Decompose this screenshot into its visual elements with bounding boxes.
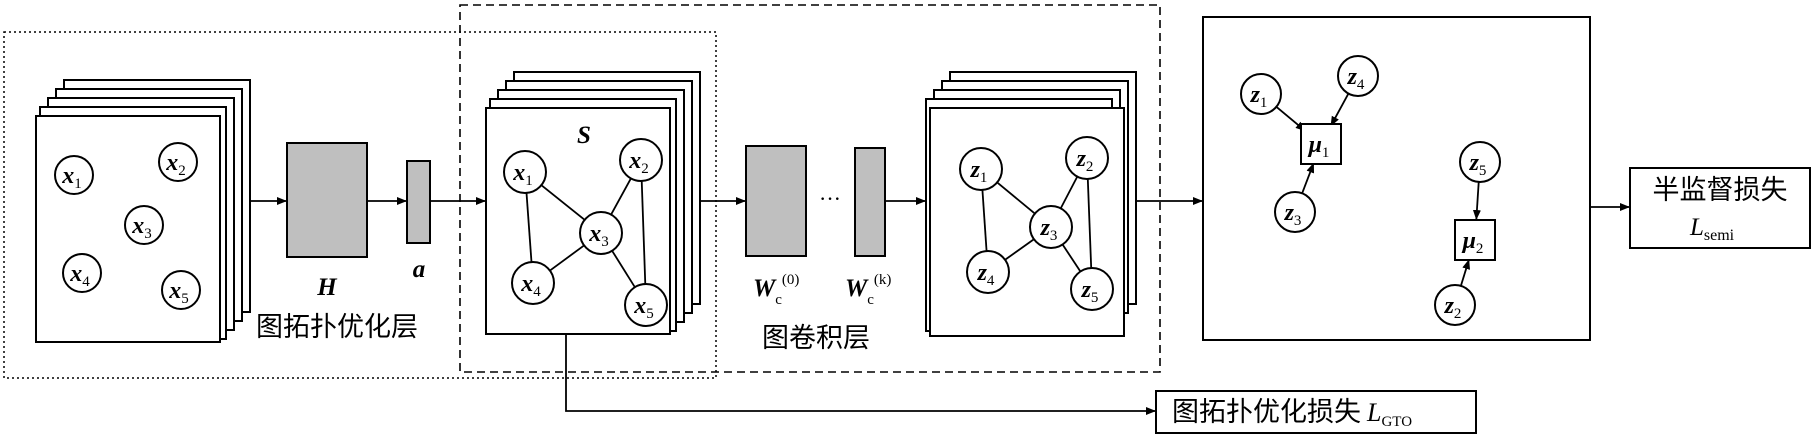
Z-edge-1 — [996, 181, 1036, 215]
input-node-2-label: x2 — [165, 150, 186, 179]
cluster-node-3-label: z3 — [1284, 200, 1302, 229]
input-node-1-label: x1 — [61, 163, 82, 192]
Z-node-4: z4 — [966, 250, 1010, 294]
input-node-4: x4 — [62, 253, 102, 293]
S-edge-3 — [610, 177, 632, 216]
centroid-1: μ1 — [1300, 123, 1342, 165]
S-edge-1 — [540, 184, 586, 221]
Wk-block — [854, 147, 886, 257]
semi-loss-symbol: Lsemi — [1689, 214, 1735, 244]
topo-layer-region — [3, 31, 717, 379]
semi-loss-title: 半监督损失 — [1653, 175, 1788, 206]
Z-edge-6 — [1061, 244, 1082, 272]
Z-node-4-label: z4 — [977, 260, 995, 289]
cluster-node-4: z5 — [1459, 141, 1501, 183]
Z-node-2: z2 — [1065, 136, 1109, 180]
cluster-box — [1202, 16, 1591, 341]
S-node-3: x3 — [579, 211, 623, 255]
W0-block — [745, 145, 807, 257]
semi-loss-box — [1629, 167, 1811, 249]
S-node-4: x4 — [511, 261, 555, 305]
input-node-5: x5 — [161, 270, 201, 310]
input-node-2: x2 — [158, 142, 198, 182]
S-node-1: x1 — [503, 150, 547, 194]
arrow-S-gto — [565, 334, 1156, 415]
Z-edge-4 — [1086, 178, 1093, 269]
H-label: H — [316, 274, 338, 301]
cluster-node-2-label: z4 — [1347, 64, 1365, 93]
cluster-node-5-label: z2 — [1444, 293, 1462, 322]
Z-node-5-label: z5 — [1081, 277, 1099, 306]
gto-loss-box — [1155, 390, 1477, 434]
Z-node-3-label: z3 — [1040, 215, 1058, 244]
centroid-2-label: μ2 — [1461, 228, 1484, 257]
cluster-node-1: z1 — [1240, 73, 1282, 115]
cluster-arrow-z3 — [1301, 162, 1315, 194]
S-node-2: x2 — [619, 138, 663, 182]
S-node-5-label: x5 — [633, 293, 654, 322]
input-node-4-label: x4 — [69, 261, 90, 290]
centroid-1-label: μ1 — [1307, 132, 1330, 161]
cluster-arrow-z4 — [1330, 93, 1350, 127]
cluster-node-2: z4 — [1337, 55, 1379, 97]
dots: ··· — [819, 186, 841, 211]
W0-label: Wc(0) — [753, 272, 799, 308]
S-node-4-label: x4 — [520, 271, 541, 300]
S-label: S — [577, 122, 591, 149]
S-edge-2 — [525, 192, 533, 263]
Z-node-3: z3 — [1029, 205, 1073, 249]
S-node-1-label: x1 — [512, 160, 533, 189]
Z-edge-3 — [1059, 176, 1079, 209]
Z-node-2-label: z2 — [1076, 146, 1094, 175]
cluster-node-3: z3 — [1274, 191, 1316, 233]
gcn-layer-label: 图卷积层 — [762, 323, 870, 354]
input-node-3-label: x3 — [131, 213, 152, 242]
input-node-1: x1 — [54, 155, 94, 195]
S-edge-6 — [611, 250, 636, 288]
cluster-arrow-z2 — [1460, 259, 1471, 287]
S-edge-4 — [640, 180, 647, 285]
flow-arrows — [250, 197, 1630, 415]
centroid-2: μ2 — [1454, 219, 1496, 261]
H-block — [286, 142, 368, 258]
cluster-graph: z1 z4 z3 z5 z2 μ1 μ2 — [1240, 55, 1501, 326]
S-node-3-label: x3 — [588, 221, 609, 250]
cluster-node-1-label: z1 — [1250, 82, 1268, 111]
S-graph: x1 x2 x3 x4 x5 — [503, 138, 668, 327]
a-label: a — [413, 256, 426, 283]
Z-edge-2 — [981, 189, 988, 252]
gcn-layer-region — [459, 4, 1161, 373]
Z-node-1-label: z1 — [970, 157, 988, 186]
Z-node-1: z1 — [959, 147, 1003, 191]
Wk-label: Wc(k) — [845, 272, 891, 308]
input-node-5-label: x5 — [168, 278, 189, 307]
Z-graph: z1 z2 z3 z4 z5 — [959, 136, 1114, 311]
cluster-arrow-z5 — [1472, 181, 1481, 221]
input-node-3: x3 — [124, 205, 164, 245]
Z-node-5: z5 — [1070, 267, 1114, 311]
Z-edge-5 — [1004, 238, 1035, 261]
S-node-5: x5 — [624, 283, 668, 327]
S-edge-5 — [549, 244, 585, 272]
input-node-group: x1 x2 x3 x4 x5 — [54, 142, 201, 310]
S-node-2-label: x2 — [628, 148, 649, 177]
a-block — [406, 160, 431, 244]
cluster-node-5: z2 — [1434, 284, 1476, 326]
topo-layer-label: 图拓扑优化层 — [256, 312, 418, 343]
cluster-node-4-label: z5 — [1469, 150, 1487, 179]
